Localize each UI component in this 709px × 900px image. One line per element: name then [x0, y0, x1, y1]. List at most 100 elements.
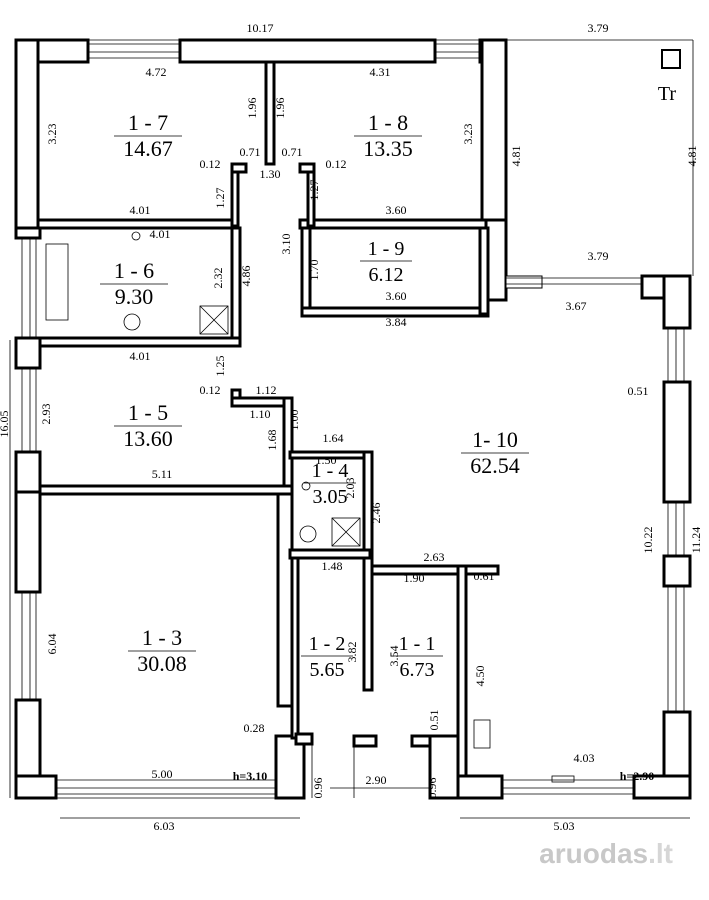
dimension-label: 1.68: [265, 430, 279, 451]
tr-box: [661, 49, 681, 69]
room-area-label: 6.73: [400, 659, 435, 681]
dimension-label: 1.00: [287, 410, 301, 431]
dimension-label: 0.61: [474, 569, 495, 583]
dimension-label: 1.27: [213, 188, 227, 209]
dimension-label: 2.93: [39, 404, 53, 425]
dimension-label: 5.03: [554, 819, 575, 833]
room-area-label: 3.05: [313, 486, 348, 508]
dimension-label: 1.96: [245, 98, 259, 119]
toilet-icon: [299, 525, 317, 543]
room-area-label: 9.30: [115, 284, 154, 309]
room-area-label: 13.35: [363, 136, 413, 161]
dimension-label: 4.81: [509, 146, 523, 167]
dimension-label: 10.17: [247, 21, 274, 35]
dimension-label: 1.70: [307, 260, 321, 281]
shower-icon: [199, 305, 229, 335]
dimension-label: 4.03: [574, 751, 595, 765]
bathtub-icon: [45, 243, 69, 321]
dimension-label: 3.84: [386, 315, 407, 329]
dimension-label: 0.51: [427, 710, 441, 731]
dimension-label: 4.50: [473, 666, 487, 687]
room-area-label: 5.65: [310, 659, 345, 681]
dimension-label: 3.54: [387, 646, 401, 667]
dimension-label: 0.96: [425, 778, 439, 799]
dimension-label: 0.12: [200, 157, 221, 171]
dimension-label: 3.23: [45, 124, 59, 145]
room-area-label: 30.08: [137, 651, 187, 676]
dimension-label: 1.64: [323, 431, 344, 445]
dimension-label: 6.03: [154, 819, 175, 833]
dimension-label: 2.90: [366, 773, 387, 787]
dimension-label: 2.32: [211, 268, 225, 289]
dimension-label: 1.10: [250, 407, 271, 421]
dimension-label: 3.60: [386, 289, 407, 303]
dimension-label: 2.03: [343, 478, 357, 499]
dimension-label: 3.79: [588, 21, 609, 35]
dimension-label: 1.25: [213, 356, 227, 377]
room-area-label: 13.60: [123, 426, 173, 451]
dimension-label: 0.71: [240, 145, 261, 159]
room-area-label: 6.12: [369, 264, 404, 286]
dimension-label: 0.12: [326, 157, 347, 171]
dimension-label: 5.11: [152, 467, 173, 481]
room-id-label: 1 - 9: [368, 238, 405, 260]
dimension-label: 3.79: [588, 249, 609, 263]
dimension-label: 1.48: [322, 559, 343, 573]
sink-icon: [131, 231, 141, 241]
dimension-label: 10.22: [641, 527, 655, 554]
heater-icon: [551, 775, 575, 783]
dimension-label: 3.10: [279, 234, 293, 255]
dimension-label: 1.50: [316, 453, 337, 467]
room-id-label: 1 - 5: [128, 400, 168, 425]
dimension-label: 4.01: [130, 349, 151, 363]
dimension-label: 0.51: [628, 384, 649, 398]
dimension-label: 3.67: [566, 299, 587, 313]
watermark-logo: aruodas.lt: [539, 838, 673, 869]
dimension-label: 1.96: [273, 98, 287, 119]
dimension-label: 3.23: [461, 124, 475, 145]
dimension-label: 1.30: [260, 167, 281, 181]
shower-icon: [331, 517, 361, 547]
dimension-label: 1.90: [404, 571, 425, 585]
dimension-label: 4.81: [685, 146, 699, 167]
room-area-label: 62.54: [470, 453, 520, 478]
ceiling-height-label: h=2.90: [620, 769, 655, 783]
room-id-label: 1 - 8: [368, 110, 408, 135]
dimension-label: 2.63: [424, 550, 445, 564]
dimension-label: 3.60: [386, 203, 407, 217]
dimension-label: 0.71: [282, 145, 303, 159]
outer-dimension-lines: [9, 39, 694, 819]
ceiling-height-label: h=3.10: [233, 769, 268, 783]
sink-icon: [301, 481, 311, 491]
dimension-label: 4.01: [130, 203, 151, 217]
room-id-label: 1- 10: [472, 427, 518, 452]
room-id-label: 1 - 2: [309, 633, 346, 655]
room-id-label: 1 - 1: [399, 633, 436, 655]
toilet-icon: [123, 313, 141, 331]
dimension-label: 4.72: [146, 65, 167, 79]
fixtures: [45, 49, 681, 783]
dimension-label: 0.28: [244, 721, 265, 735]
windows: [21, 43, 685, 798]
tr-label: Tr: [658, 83, 677, 105]
dimension-label: 6.04: [45, 634, 59, 655]
dimension-label: 4.86: [239, 266, 253, 287]
dimension-label: 11.24: [689, 527, 703, 554]
dimension-label: 1.12: [256, 383, 277, 397]
dimension-label: 1.27: [307, 180, 321, 201]
dimension-label: 16.05: [0, 411, 11, 438]
room-id-label: 1 - 3: [142, 625, 182, 650]
dimension-label: 0.12: [200, 383, 221, 397]
dimension-label: 3.82: [345, 642, 359, 663]
plan-labels: 1 - 714.67 1 - 813.35 1 - 9 6.12 1 - 69.30 1 …: [0, 21, 703, 833]
boiler-icon: [473, 719, 491, 749]
room-id-label: 1 - 6: [114, 258, 154, 283]
dimension-label: 0.96: [311, 778, 325, 799]
room-id-label: 1 - 7: [128, 110, 168, 135]
room-id-label: 1 - 4: [312, 460, 349, 482]
dimension-label: 4.01: [150, 227, 171, 241]
dimension-label: 4.31: [370, 65, 391, 79]
room-area-label: 14.67: [123, 136, 173, 161]
walls: [14, 38, 692, 800]
